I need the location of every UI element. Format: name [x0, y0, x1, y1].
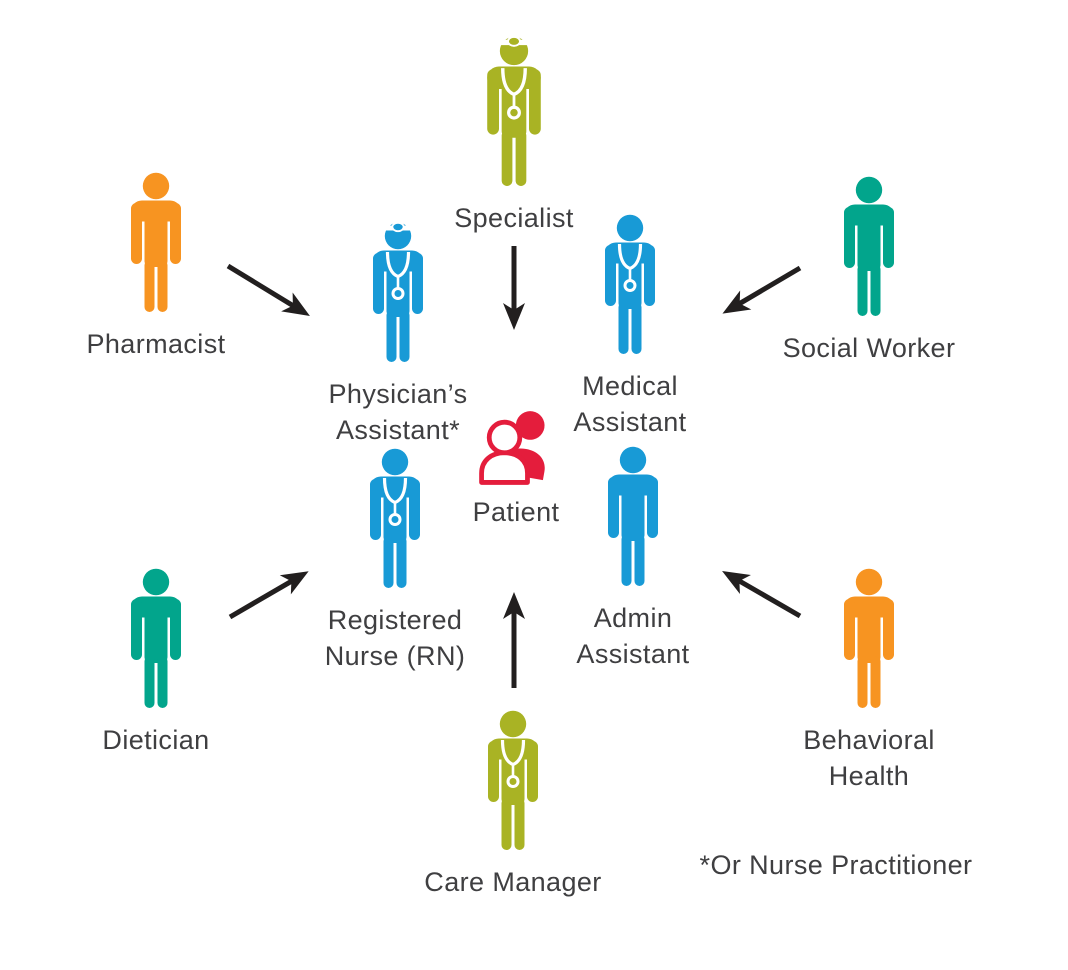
specialist-figure-icon — [459, 36, 569, 186]
role-dietician: Dietician — [26, 568, 286, 758]
role-behavioral-health: Behavioral Health — [739, 568, 999, 794]
role-label-line: Health — [828, 761, 910, 791]
role-label-line: Behavioral — [803, 725, 935, 755]
medical-assistant-figure-icon — [578, 214, 682, 354]
role-label: Admin Assistant — [576, 600, 689, 672]
role-label: Medical Assistant — [573, 368, 686, 440]
admin-assistant-figure-icon — [581, 446, 685, 586]
role-label-line: Physician’s — [328, 379, 468, 409]
role-social-worker: Social Worker — [739, 176, 999, 366]
role-label: Social Worker — [783, 330, 956, 366]
role-medical-assistant: Medical Assistant — [500, 214, 760, 440]
role-label-line: Dietician — [102, 725, 210, 755]
role-physicians-assistant: Physician’s Assistant* — [268, 222, 528, 448]
role-label-line: Care Manager — [424, 867, 602, 897]
role-label: Specialist — [454, 200, 574, 236]
role-label-line: Social Worker — [782, 333, 956, 363]
pharmacist-figure-icon — [104, 172, 208, 312]
care-manager-figure-icon — [461, 710, 565, 850]
role-pharmacist: Pharmacist — [26, 172, 286, 362]
role-label: Care Manager — [424, 864, 601, 900]
role-specialist: Specialist — [384, 36, 644, 236]
role-label: Physician’s Assistant* — [329, 376, 468, 448]
role-label-line: Medical — [582, 371, 678, 401]
registered-nurse-figure-icon — [343, 448, 447, 588]
dietician-figure-icon — [104, 568, 208, 708]
physicians-assistant-figure-icon — [346, 222, 450, 362]
role-label-line: Assistant — [573, 407, 687, 437]
role-label-line: Admin — [593, 603, 673, 633]
role-label-line: Assistant — [576, 639, 690, 669]
role-label-line: Nurse (RN) — [324, 641, 466, 671]
role-label: Behavioral Health — [803, 722, 935, 794]
patient-block: Patient — [470, 404, 562, 530]
role-label-line: Specialist — [454, 203, 574, 233]
role-label-line: Assistant* — [335, 415, 461, 445]
patient-label: Patient — [473, 494, 560, 530]
footnote: *Or Nurse Practitioner — [699, 850, 973, 880]
role-label: Dietician — [102, 722, 209, 758]
role-label-line: Pharmacist — [86, 329, 226, 359]
patient-label-line: Patient — [472, 497, 560, 527]
social-worker-figure-icon — [817, 176, 921, 316]
role-registered-nurse: Registered Nurse (RN) — [265, 448, 525, 674]
role-label: Registered Nurse (RN) — [325, 602, 466, 674]
behavioral-health-figure-icon — [817, 568, 921, 708]
role-care-manager: Care Manager — [383, 710, 643, 900]
role-label: Pharmacist — [86, 326, 225, 362]
role-admin-assistant: Admin Assistant — [503, 446, 763, 672]
role-label-line: Registered — [327, 605, 463, 635]
patient-icon — [479, 411, 545, 485]
